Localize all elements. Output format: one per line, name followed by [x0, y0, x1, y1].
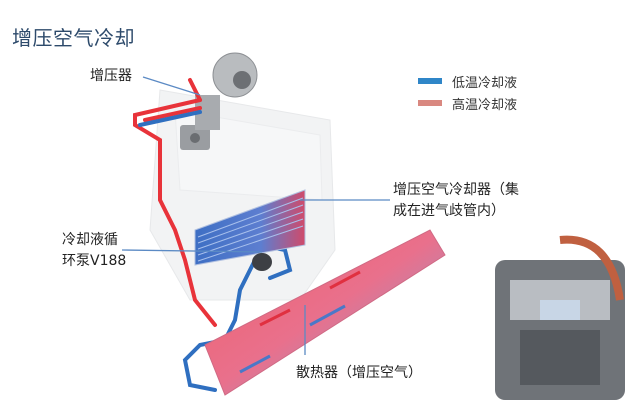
turbocharger-icon [180, 52, 258, 150]
engine-block-ghost [149, 89, 336, 301]
legend-swatch-red [418, 100, 442, 106]
coolant-pump-icon [252, 253, 272, 271]
legend: 低温冷却液 高温冷却液 [418, 70, 517, 114]
label-charge-air-cooler-2: 成在进气歧管内） [393, 203, 505, 219]
radiator [204, 229, 446, 396]
hot-coolant-pipes [133, 78, 217, 327]
charge-air-cooler [194, 189, 306, 266]
label-turbocharger: 增压器 [90, 68, 132, 84]
legend-swatch-blue [418, 78, 442, 84]
leader-lines [121, 76, 390, 355]
legend-label: 低温冷却液 [452, 75, 518, 91]
label-pump-2: 环泵V188 [62, 253, 127, 269]
label-radiator: 散热器（增压空气） [296, 365, 422, 381]
legend-item-high-temp: 高温冷却液 [418, 92, 517, 114]
page-title: 增压空气冷却 [12, 26, 135, 50]
legend-item-low-temp: 低温冷却液 [418, 70, 517, 92]
label-pump-1: 冷却液循 [62, 232, 118, 248]
label-charge-air-cooler-1: 增压空气冷却器（集 [393, 182, 519, 198]
engine-thumbnail [495, 235, 625, 400]
legend-label: 高温冷却液 [452, 97, 518, 113]
